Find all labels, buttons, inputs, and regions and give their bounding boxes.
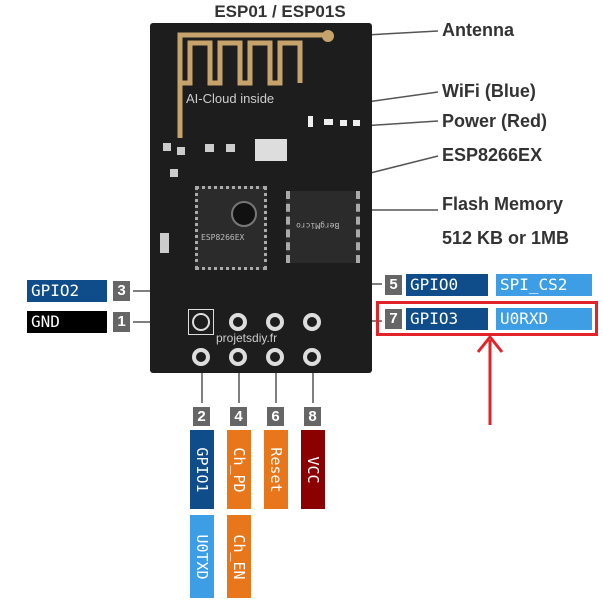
smd-component [170,169,178,177]
power-led [340,120,347,126]
smd-component [205,144,214,152]
wifi-led [308,116,313,127]
esp8266-chip: ESP8266EX [195,186,267,270]
pin-2 [192,348,210,366]
pin-label-gpio3: GPIO3 [406,308,488,330]
pin-4 [229,348,247,366]
smd-component [226,144,235,152]
smd-component [177,147,185,155]
pin-label-ch-en: Ch_EN [227,515,251,598]
pin-label-gnd: GND [27,311,107,333]
module-title: ESP01 / ESP01S [214,2,346,21]
antenna-text: AI-Cloud inside [186,91,275,106]
chip-logo-icon [231,201,257,227]
pin-number-5: 5 [385,275,402,295]
flash-callout-line2: 512 KB or 1MB [442,228,570,248]
esp01-board: AI-Cloud inside ESP8266EX BergMicro proj… [150,23,372,373]
pin-number-1: 1 [113,312,130,332]
pin-label-reset: Reset [264,430,288,509]
wifi-led-pad [324,119,333,125]
pin-number-2: 2 [193,407,210,426]
smd-component [160,233,169,253]
flash-chip: BergMicro [286,191,360,263]
pin-number-6: 6 [267,407,284,426]
pin-3 [229,313,247,331]
flash-callout-line1: Flash Memory [442,194,564,214]
pin-7 [303,313,321,331]
chip-callout: ESP8266EX [442,145,543,165]
pin-6 [266,348,284,366]
power-led-callout: Power (Red) [442,111,548,131]
flash-chip-text: BergMicro [296,221,340,230]
pin-number-8: 8 [304,407,321,426]
highlight-box [376,301,598,336]
smd-component [163,143,171,151]
pin-1 [192,313,210,331]
pin-5 [266,313,284,331]
pin-label-gpio2: GPIO2 [27,280,107,302]
pin-label-vcc: VCC [301,430,325,509]
pin-number-7: 7 [385,309,402,329]
pin-8 [303,348,321,366]
pin-1-square [188,309,214,335]
smd-component [255,139,287,161]
chip-text: ESP8266EX [201,233,245,242]
site-text: projetsdiy.fr [216,331,278,345]
pin-number-4: 4 [230,407,247,426]
pin-label-u0txd: U0TXD [190,515,214,598]
antenna-callout: Antenna [442,20,514,40]
pin-label-ch-pd: Ch_PD [227,430,251,509]
pin-number-3: 3 [113,281,130,301]
pin-label-u0rxd: U0RXD [496,308,592,330]
antenna-trace [177,30,334,138]
power-led-pad [353,120,360,126]
pin-label-gpio1: GPIO1 [190,430,214,509]
wifi-led-callout: WiFi (Blue) [442,81,536,101]
pin-label-gpio0: GPIO0 [406,274,488,296]
pin-label-spi-cs2: SPI_CS2 [496,274,592,296]
